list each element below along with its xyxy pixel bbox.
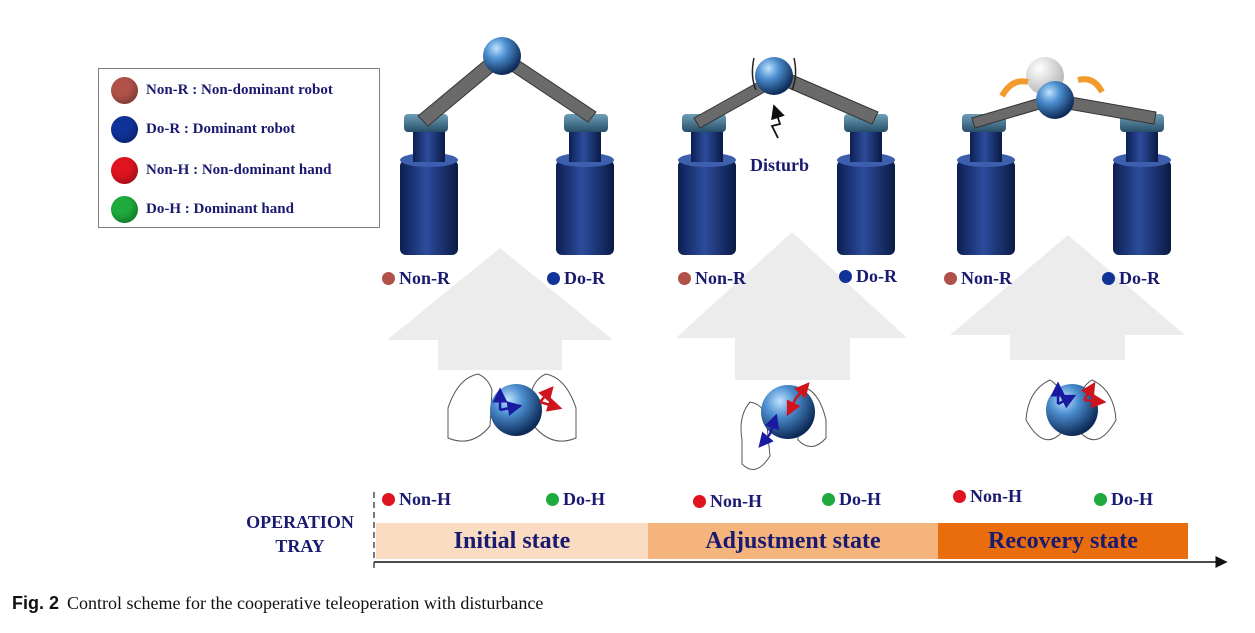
do-r-dot-icon xyxy=(1102,272,1115,285)
label-do-r-adjustment: Do-R xyxy=(839,266,897,287)
up-arrow-recovery xyxy=(950,235,1185,360)
non-h-dot-icon xyxy=(111,156,138,184)
do-r-dot-icon xyxy=(839,270,852,283)
non-r-dot-icon xyxy=(382,272,395,285)
hands-ball-adjustment xyxy=(740,382,827,470)
label-non-h-initial: Non-H xyxy=(382,489,451,510)
label-non-r-initial: Non-R xyxy=(382,268,450,289)
robot-label: Non-R xyxy=(961,268,1013,288)
label-do-r-recovery: Do-R xyxy=(1102,268,1160,289)
non-h-dot-icon xyxy=(693,495,706,508)
label-do-h-recovery: Do-H xyxy=(1094,489,1153,510)
hand-label: Do-H xyxy=(563,489,605,509)
robot-adjustment xyxy=(678,57,895,255)
legend-label: Do-R : Dominant robot xyxy=(146,120,296,137)
hand-label: Non-H xyxy=(710,491,763,511)
do-r-dot-icon xyxy=(111,115,138,143)
do-h-dot-icon xyxy=(1094,493,1107,506)
legend-label: Non-R : Non-dominant robot xyxy=(146,81,333,98)
do-h-dot-icon xyxy=(111,195,138,223)
figure-caption: Fig. 2 Control scheme for the cooperative… xyxy=(12,593,543,614)
label-non-h-recovery: Non-H xyxy=(953,486,1022,507)
hand-label: Do-H xyxy=(1111,489,1153,509)
label-non-r-adjustment: Non-R xyxy=(678,268,746,289)
up-arrow-adjustment xyxy=(676,232,907,380)
state-bar-adjustment xyxy=(648,523,938,559)
non-r-dot-icon xyxy=(678,272,691,285)
state-label-recovery: Recovery state xyxy=(988,527,1138,554)
figure-caption-text: Control scheme for the cooperative teleo… xyxy=(67,593,544,613)
hand-label: Non-H xyxy=(399,489,452,509)
up-arrow-initial xyxy=(387,248,613,370)
label-do-r-initial: Do-R xyxy=(547,268,605,289)
do-r-dot-icon xyxy=(547,272,560,285)
operation-tray-label: OPERATION TRAY xyxy=(246,512,354,556)
legend-item-non-r: Non-R : Non-dominant robot xyxy=(111,75,333,105)
legend-item-do-r: Do-R : Dominant robot xyxy=(111,114,295,144)
non-r-dot-icon xyxy=(944,272,957,285)
legend-label: Non-H : Non-dominant hand xyxy=(146,161,332,178)
state-label-initial: Initial state xyxy=(453,527,571,554)
disturb-label: Disturb xyxy=(750,155,810,175)
do-h-dot-icon xyxy=(822,493,835,506)
robot-label: Do-R xyxy=(1119,268,1160,288)
label-non-r-recovery: Non-R xyxy=(944,268,1012,289)
state-bar-initial xyxy=(376,523,648,559)
figure-number: Fig. 2 xyxy=(12,593,60,613)
robot-label: Do-R xyxy=(856,266,897,286)
legend-box: Non-R : Non-dominant robot Do-R : Domina… xyxy=(98,68,380,228)
do-h-dot-icon xyxy=(546,493,559,506)
non-h-dot-icon xyxy=(382,493,395,506)
robot-label: Non-R xyxy=(695,268,747,288)
non-r-dot-icon xyxy=(111,76,138,104)
state-label-adjustment: Adjustment state xyxy=(705,527,881,554)
hands-ball-recovery xyxy=(1025,379,1117,441)
robot-initial xyxy=(400,37,614,255)
label-non-h-adjustment: Non-H xyxy=(693,491,762,512)
label-do-h-adjustment: Do-H xyxy=(822,489,881,510)
legend-item-non-h: Non-H : Non-dominant hand xyxy=(111,155,331,185)
hand-label: Non-H xyxy=(970,486,1023,506)
robot-label: Do-R xyxy=(564,268,605,288)
hands-ball-initial xyxy=(447,373,577,442)
legend-label: Do-H : Dominant hand xyxy=(146,200,294,217)
robot-label: Non-R xyxy=(399,268,451,288)
label-do-h-initial: Do-H xyxy=(546,489,605,510)
state-bar-recovery xyxy=(938,523,1188,559)
robot-recovery xyxy=(957,57,1171,255)
legend-item-do-h: Do-H : Dominant hand xyxy=(111,194,294,224)
non-h-dot-icon xyxy=(953,490,966,503)
hand-label: Do-H xyxy=(839,489,881,509)
